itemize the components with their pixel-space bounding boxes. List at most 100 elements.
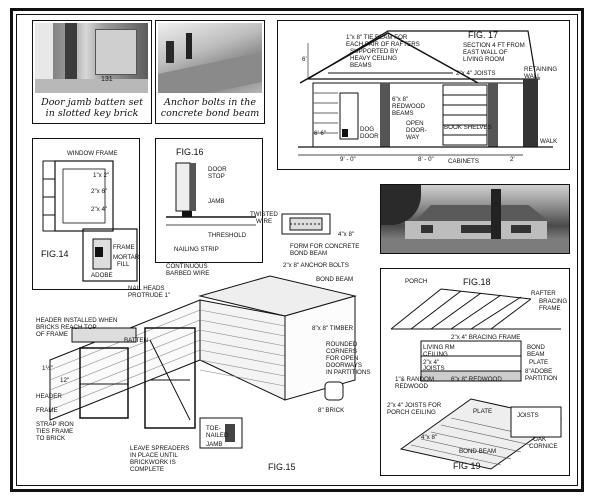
fig19-text: OAK <box>533 436 547 443</box>
house-photo-panel <box>380 184 570 254</box>
fig16-door-stop-text: DOOR <box>208 166 227 173</box>
redwood-post <box>380 83 390 147</box>
fig14-adobe-text: ADOBE <box>91 272 113 279</box>
fig17-beams-text: REDWOOD <box>392 103 426 110</box>
fig14-panel: WINDOW FRAME 1"x 2" 2"x 6" 2"x 4" FRAME … <box>32 138 140 290</box>
fig17-shelves-text: BOOK SHELVES <box>444 124 492 131</box>
fig16-nailing-text: NAILING STRIP <box>174 246 219 253</box>
fig17-beams-text: 6"x 8" <box>392 96 408 103</box>
fig16-panel: FIG.16 DOOR STOP JAMB THRESHOLD NAILING … <box>155 138 263 263</box>
fig14-dim: 1"x 2" <box>93 172 109 179</box>
fig17-tie-beam-text: SUPPORTED BY <box>350 48 398 55</box>
fig18-text: BOND <box>527 344 545 351</box>
fig16-label: FIG.16 <box>176 147 204 157</box>
caption-anchor-bolts: Anchor bolts in the concrete bond beam <box>156 97 264 119</box>
roof-rafter <box>299 32 479 84</box>
fig18-label: FIG.18 <box>463 277 491 287</box>
fig17-panel: FIG. 17 SECTION 4 FT FROM EAST WALL OF L… <box>277 20 570 170</box>
fig18-text: FRAME <box>539 305 561 312</box>
caption-line: concrete bond beam <box>160 108 260 119</box>
fig18-text: PLATE <box>529 359 548 366</box>
fig14-mortar-text: FILL <box>117 261 130 268</box>
fig17-cabinets-text: CABINETS <box>448 158 479 165</box>
caption-line: in slotted key brick <box>45 108 139 119</box>
fig14-window-frame-text: WINDOW FRAME <box>67 150 118 157</box>
fig17-tie-beam-text: 1"x 8" TIE BEAM FOR <box>346 34 408 41</box>
caption-line: Door jamb batten set <box>41 97 143 108</box>
fig17-dog-door-text: DOG <box>360 126 374 133</box>
page-border-inner <box>16 14 578 486</box>
brick-wall-left <box>313 92 338 134</box>
fig17-walk-text: WALK <box>540 138 558 145</box>
fig14-dim: 2"x 4" <box>91 206 107 213</box>
fig17-doorway-text: WAY <box>406 134 419 141</box>
fig17-tie-beam-text: EACH PAIR OF RAFTERS <box>346 41 420 48</box>
fig17-dim: 9' - 0" <box>340 156 356 163</box>
fig19-text: 4"x 8" <box>421 434 437 441</box>
fig19-label: FIG 19 <box>453 461 481 471</box>
fig18-text: LIVING RM <box>423 344 455 351</box>
fig18-19-panel: PORCH FIG.18 RAFTER BRACING FRAME 2"x 4"… <box>380 268 570 476</box>
fig17-section-line: SECTION 4 FT FROM <box>463 42 525 49</box>
fig17-label: FIG. 17 <box>468 30 498 40</box>
fig18-trusses <box>390 288 561 330</box>
fig18-text: 8"ADOBE <box>525 368 552 375</box>
fig17-dog-door-text: DOOR <box>360 133 379 140</box>
fig17-doorway-text: DOOR- <box>406 127 427 134</box>
fig14-frame-text: FRAME <box>113 244 135 251</box>
fig17-retaining-text: RETAINING <box>524 66 557 73</box>
fig18-text: PORCH <box>405 278 427 285</box>
fig19-text: PLATE <box>473 408 492 415</box>
fig17-tie-beam-text: HEAVY CEILING <box>350 55 397 62</box>
page-border-outer <box>10 8 584 492</box>
book-shelves <box>442 84 488 146</box>
fig16-jamb-text: JAMB <box>208 198 225 205</box>
fig17-joists-text: 2"x 4" JOISTS <box>456 70 495 77</box>
fig19-oak-detail <box>510 406 562 438</box>
photo-anchor-bolts-panel: Anchor bolts in the concrete bond beam <box>155 20 265 124</box>
redwood-post <box>488 83 498 147</box>
photo-door-jamb-panel: 131 Door jamb batten set in slotted key … <box>32 20 152 124</box>
fig17-drawing: FIG. 17 SECTION 4 FT FROM EAST WALL OF L… <box>298 30 558 165</box>
fig18-19-drawing: PORCH FIG.18 RAFTER BRACING FRAME 2"x 4"… <box>387 277 567 471</box>
photo-door-jamb: 131 <box>35 23 148 93</box>
dog-door <box>339 92 359 140</box>
fig17-dim: 8' - 0" <box>418 156 434 163</box>
fig17-dim: 2' <box>510 156 515 163</box>
fig19-text: 2"x 4" JOISTS FOR <box>387 402 442 409</box>
fig17-dim: 6' <box>302 56 307 63</box>
fig19-joists <box>410 417 542 466</box>
fig18-text: REDWOOD <box>395 383 429 390</box>
fig14-mortar-text: MORTAR <box>113 254 140 261</box>
retaining-wall <box>523 79 538 147</box>
fig19-text: PORCH CEILING <box>387 409 436 416</box>
fig14-dim: 2"x 6" <box>91 188 107 195</box>
fig17-doorway-text: OPEN <box>406 120 424 127</box>
fig18-text: 2"x 4" BRACING FRAME <box>451 334 520 341</box>
fig17-beams-text: BEAMS <box>392 110 414 117</box>
fig16-door-stop-text: STOP <box>208 173 225 180</box>
fig17-tie-beam-text: BEAMS <box>350 62 372 69</box>
fig18-text: BRACING <box>539 298 567 305</box>
fig17-section-line: LIVING ROOM <box>463 56 504 63</box>
photo-anchor-bolts <box>158 23 262 93</box>
fig19-text: BOND BEAM <box>459 448 496 455</box>
fig19-text: JOISTS <box>517 412 539 419</box>
fig18-text: BEAM <box>527 351 545 358</box>
caption-door-jamb: Door jamb batten set in slotted key bric… <box>33 97 151 119</box>
fig14-label: FIG.14 <box>41 249 69 259</box>
fig19-text: CORNICE <box>529 443 558 450</box>
caption-line: Anchor bolts in the <box>164 97 256 108</box>
fig18-text: 2"x 4" <box>423 359 439 366</box>
fig17-retaining-text: WALL <box>524 73 541 80</box>
fig14-detail <box>82 228 138 282</box>
fig14-drawing: WINDOW FRAME 1"x 2" 2"x 6" 2"x 4" FRAME … <box>41 150 140 282</box>
fig18-text: CEILING <box>423 351 448 358</box>
fig17-section-line: EAST WALL OF <box>463 49 508 56</box>
fig18-text: PARTITION <box>525 375 557 382</box>
fig18-text: 6"x 8" REDWOOD <box>451 376 502 383</box>
fig16-threshold-text: THRESHOLD <box>208 232 247 239</box>
house-photo <box>381 185 569 253</box>
fig18-text: 1"& RANDOM <box>395 376 434 383</box>
